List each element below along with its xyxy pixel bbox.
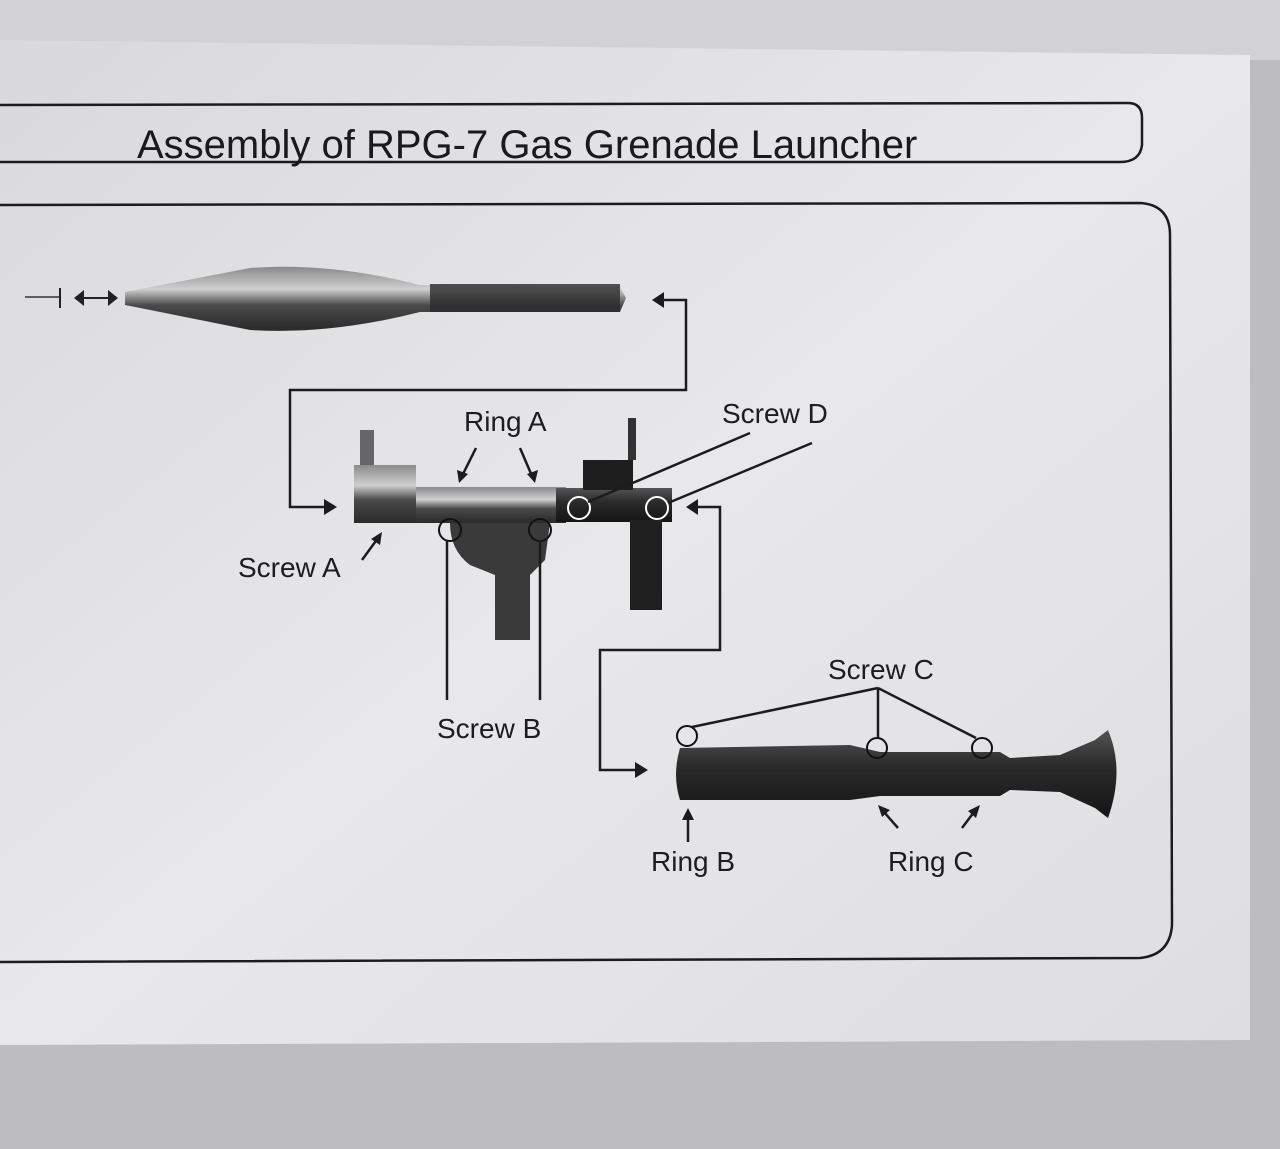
document-title: Assembly of RPG-7 Gas Grenade Launcher [137, 123, 917, 167]
screw-c-leaders [691, 686, 977, 740]
assembly-flow-line-1 [288, 292, 688, 515]
label-ring-b: Ring B [651, 846, 735, 877]
arrow-left-icon [686, 499, 698, 515]
label-ring-a: Ring A [464, 406, 547, 437]
screw-d-leader-1 [587, 431, 751, 504]
arrow-icon [527, 470, 538, 483]
arrow-left-icon [652, 292, 664, 308]
arrow-icon [371, 532, 382, 545]
ring-a-pointer-2 [518, 447, 534, 477]
screw-d-leader-2 [667, 441, 813, 505]
assembly-flow-line-2 [598, 499, 722, 778]
arrow-icon [968, 805, 980, 818]
screw-b-marker-1 [438, 518, 462, 542]
screw-c-marker-3 [971, 737, 993, 759]
arrow-icon [682, 808, 694, 820]
ring-c-pointer-1 [883, 811, 899, 829]
grenade-warhead [25, 266, 626, 331]
label-screw-d: Screw D [722, 398, 828, 429]
screw-c-marker-1 [676, 725, 698, 747]
arrow-icon [878, 805, 890, 817]
label-screw-c: Screw C [828, 654, 934, 685]
ring-a-pointer-1 [460, 447, 478, 477]
paper-sheet [0, 40, 1250, 1045]
screw-d-marker-1 [567, 496, 591, 520]
title-frame [0, 101, 1144, 164]
arrow-right-icon [635, 762, 648, 778]
launcher-body [354, 418, 672, 640]
arrow-icon [457, 470, 468, 483]
ring-c-pointer-2 [961, 811, 975, 829]
label-screw-a: Screw A [238, 552, 341, 583]
arrow-right-icon [324, 499, 337, 515]
label-screw-b: Screw B [437, 713, 541, 744]
label-ring-c: Ring C [888, 846, 974, 877]
screw-d-marker-2 [645, 496, 669, 520]
diagram-frame [0, 201, 1174, 964]
